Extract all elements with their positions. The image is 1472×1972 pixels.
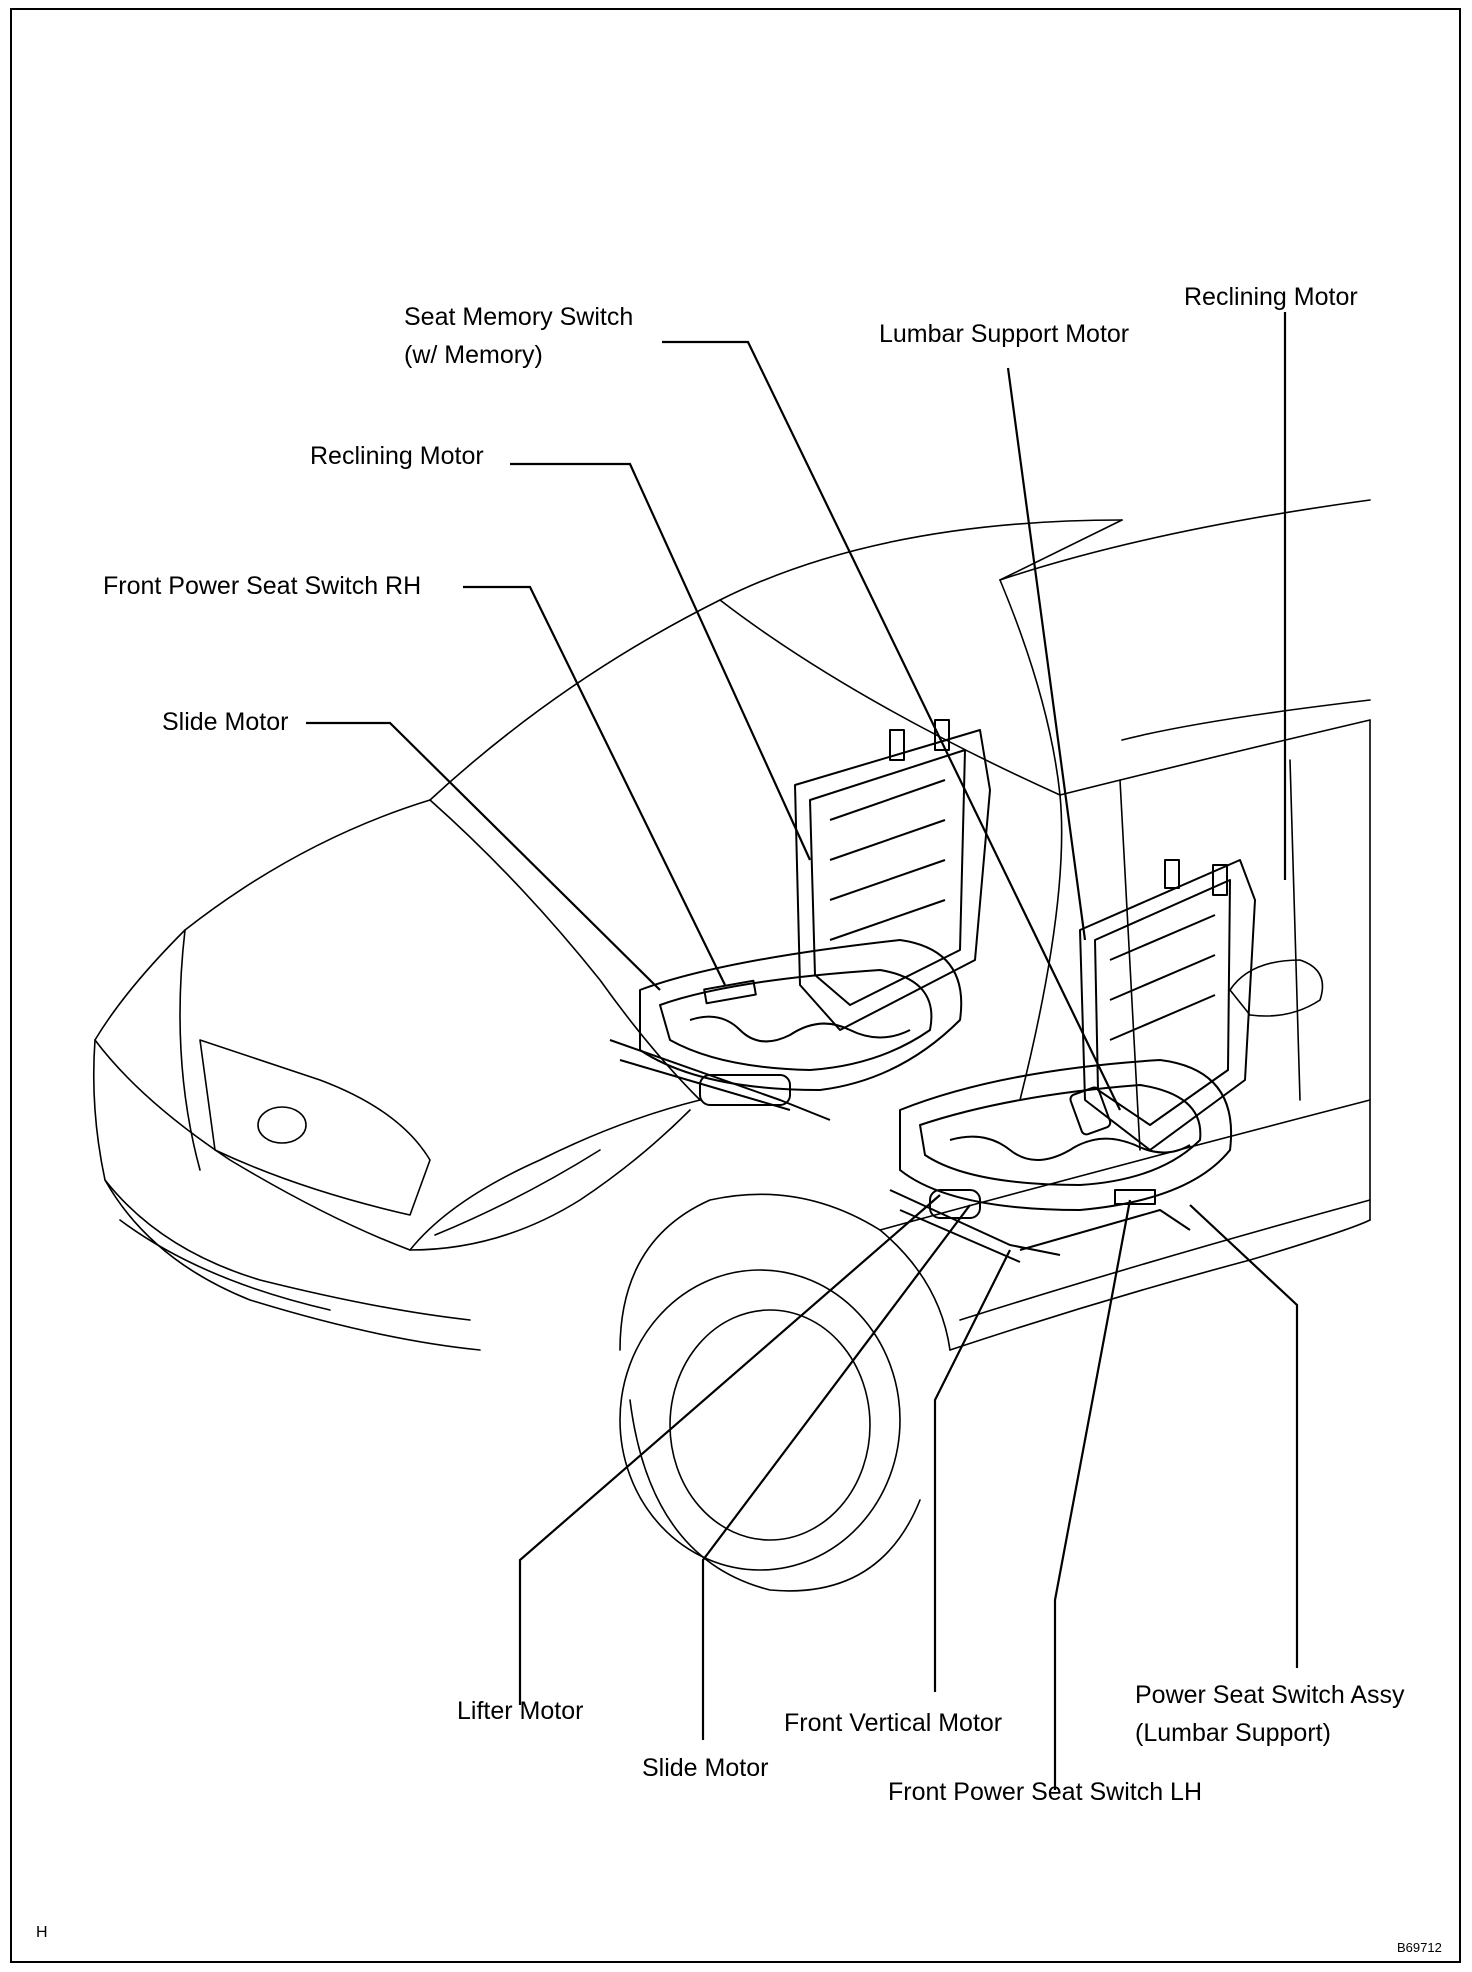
label-seat-memory-switch-sub: (w/ Memory) (404, 341, 543, 369)
label-slide-motor-rh: Slide Motor (162, 708, 289, 736)
label-front-power-seat-switch-rh: Front Power Seat Switch RH (103, 572, 422, 600)
corner-mark: H (36, 1924, 48, 1941)
label-front-vertical-motor: Front Vertical Motor (784, 1709, 1003, 1737)
driver-seat (889, 859, 1256, 1263)
label-power-seat-switch-assy-sub: (Lumbar Support) (1135, 1719, 1331, 1747)
label-lumbar-support-motor: Lumbar Support Motor (879, 320, 1130, 348)
label-seat-memory-switch: Seat Memory Switch (404, 303, 634, 331)
label-reclining-motor-lh: Reclining Motor (1184, 283, 1358, 311)
label-reclining-motor-rh: Reclining Motor (310, 442, 484, 470)
figure-code: B69712 (1397, 1940, 1442, 1955)
label-slide-motor-lh: Slide Motor (642, 1754, 769, 1782)
label-lifter-motor: Lifter Motor (457, 1697, 584, 1725)
label-power-seat-switch-assy: Power Seat Switch Assy (1135, 1681, 1405, 1709)
car-body (92, 499, 1371, 1592)
passenger-seat (609, 719, 991, 1121)
label-front-power-seat-switch-lh: Front Power Seat Switch LH (888, 1778, 1203, 1806)
diagram-frame (10, 8, 1461, 1963)
leader-lines (306, 312, 1299, 1790)
